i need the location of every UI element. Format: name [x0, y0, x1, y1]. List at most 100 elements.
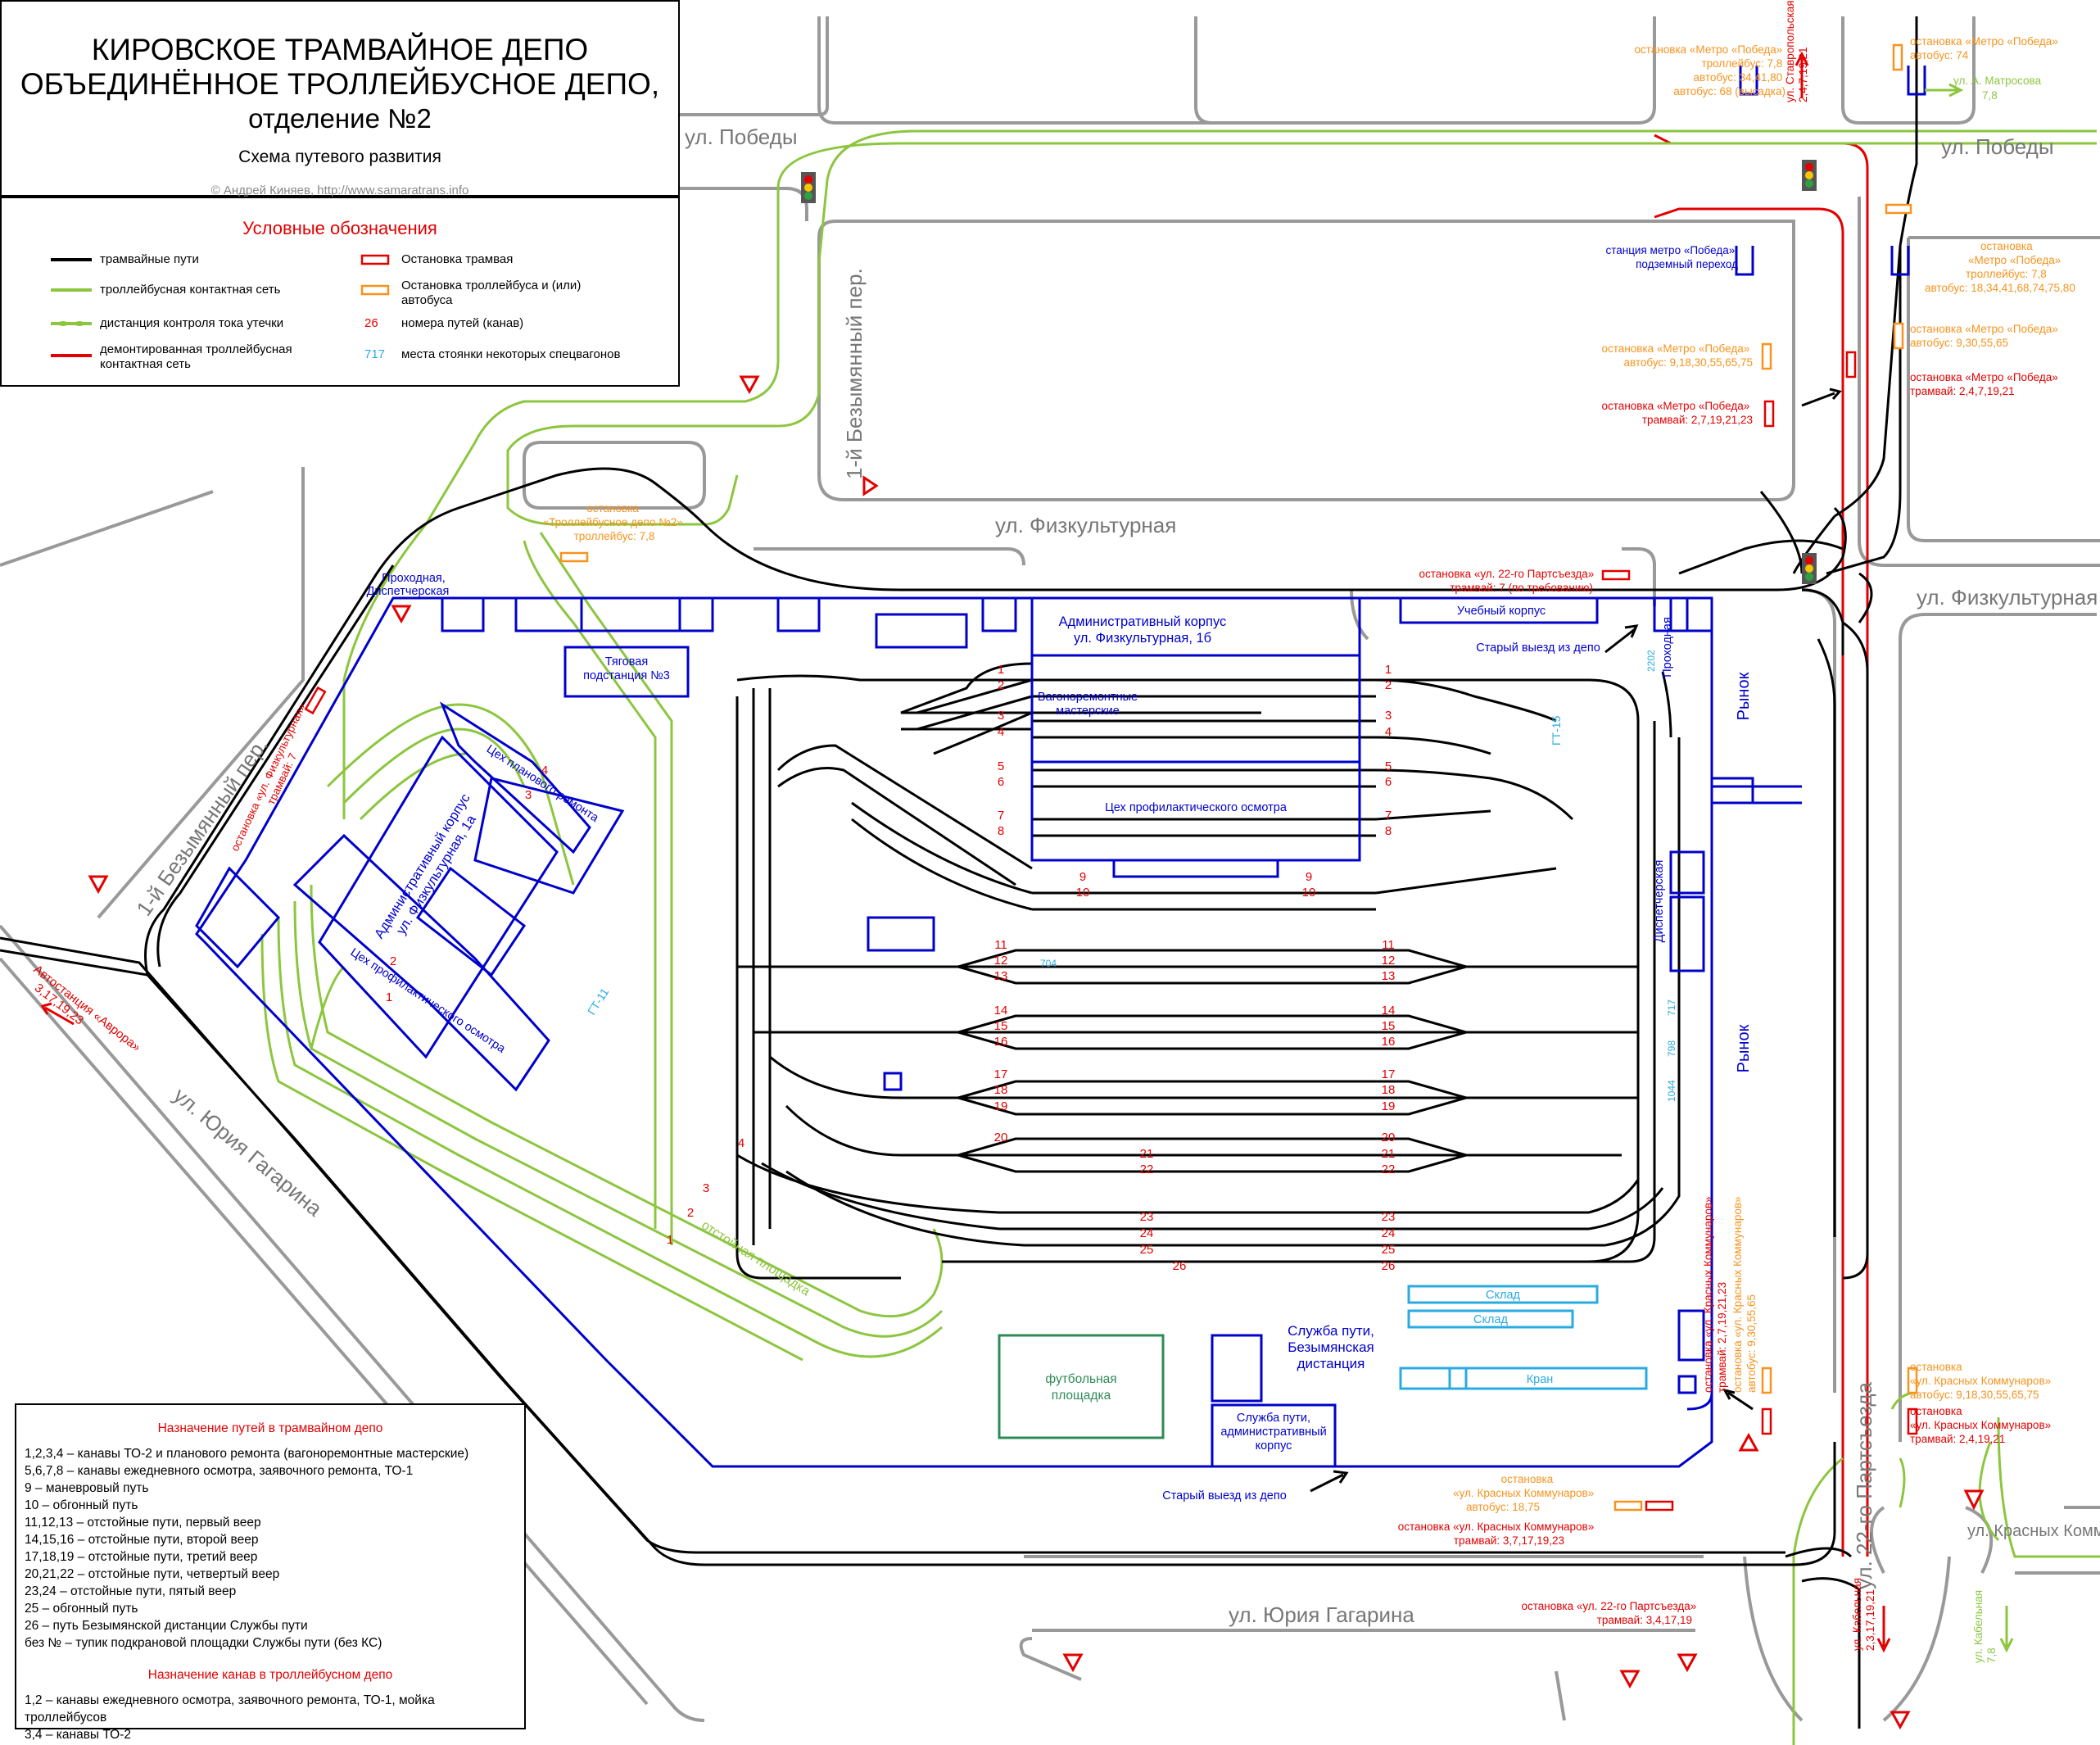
track-number: 21	[1382, 1147, 1396, 1161]
track-number: 15	[994, 1019, 1008, 1033]
note-line: 23,24 – отстойные пути, пятый веер	[25, 1584, 237, 1598]
label-stary-vyezd-1: Старый выезд из депо	[1476, 641, 1600, 655]
notes-tram-list: 1,2,3,4 – канавы ТО-2 и планового ремонт…	[25, 1445, 516, 1652]
legend-tram: трамвайные пути	[100, 252, 199, 266]
note-line: 1,2,3,4 – канавы ТО-2 и планового ремонт…	[25, 1447, 469, 1461]
title-line1: КИРОВСКОЕ ТРАМВАЙНОЕ ДЕПО	[91, 33, 589, 66]
note-line: 9 – маневровый путь	[25, 1481, 149, 1495]
label-1044: 1044	[1666, 1080, 1677, 1102]
track-number: 16	[994, 1035, 1008, 1049]
note-line: 10 – обгонный путь	[25, 1498, 138, 1512]
track-number: 3	[1385, 709, 1392, 723]
label-2202: 2202	[1645, 650, 1657, 672]
track-number: 26	[1173, 1259, 1187, 1273]
stop-label-s7: остановка «Метро «Победа» трамвай: 2,4,7…	[1910, 371, 2061, 397]
legend-leak: дистанция контроля тока утечки	[100, 316, 284, 330]
stop-label-s17: остановка «ул. 22-го Партсъезда» трамвай…	[1521, 1600, 1699, 1626]
title-line2: ОБЪЕДИНЁННОЕ ТРОЛЛЕЙБУСНОЕ ДЕПО,	[20, 67, 660, 101]
note-line: 3,4 – канавы ТО-2	[25, 1728, 131, 1742]
street-krasnykh: ул. Красных Коммунаров	[1967, 1522, 2100, 1540]
stop-label-s5: остановка «Метро «Победа» автобус: 9,30,…	[1910, 323, 2061, 349]
track-number: 24	[1140, 1226, 1154, 1240]
direction-arrows	[40, 51, 2014, 1653]
track-number: 7	[1385, 809, 1392, 823]
label-profil-tb: Цех профилактического осмотра	[348, 946, 509, 1057]
track-number: 12	[994, 954, 1008, 968]
track-number: 8	[1385, 824, 1392, 838]
subtitle: Схема путевого развития	[238, 147, 441, 166]
label-uchebny: Учебный корпус	[1457, 605, 1546, 618]
trolley-pit-number: 1	[386, 990, 392, 1004]
label-rynok-1: Рынок	[1735, 672, 1753, 720]
note-line: 5,6,7,8 – канавы ежедневного осмотра, за…	[25, 1464, 414, 1478]
title-box: КИРОВСКОЕ ТРАМВАЙНОЕ ДЕПО ОБЪЕДИНЁННОЕ Т…	[0, 0, 680, 197]
note-line: 14,15,16 – отстойные пути, второй веер	[25, 1533, 259, 1547]
track-number: 15	[1382, 1019, 1396, 1033]
trolley-pit-number: 1	[667, 1233, 673, 1247]
roads	[0, 16, 2100, 1722]
street-partsezda: ул. 22-го Партсъезда	[1852, 1381, 1876, 1589]
legend-title: Условные обозначения	[242, 218, 437, 238]
trolley-pit-number: 3	[703, 1181, 709, 1195]
track-number: 11	[1382, 938, 1395, 952]
track-number: 17	[1382, 1067, 1396, 1081]
legend-special: места стоянки некоторых спецвагонов	[401, 347, 621, 361]
football-field	[998, 1334, 1165, 1439]
track-number: 14	[994, 1004, 1008, 1018]
traffic-lights	[801, 160, 1817, 584]
label-798: 798	[1666, 1040, 1677, 1057]
label-kran: Кран	[1527, 1373, 1554, 1386]
street-fizkult-east: ул. Физкультурная	[1917, 585, 2098, 610]
track-number: 23	[1382, 1210, 1396, 1224]
track-number: 16	[1382, 1035, 1396, 1049]
track-number: 25	[1140, 1243, 1154, 1257]
legend-swatches	[51, 254, 390, 357]
label-prokhodnaya: Проходная,Диспетчерская	[367, 572, 450, 598]
note-line: троллейбусов	[25, 1711, 107, 1725]
track-number: 20	[994, 1131, 1008, 1144]
notes: Назначение путей в трамвайном депо 1,2,3…	[15, 1403, 526, 1742]
legend-bus-stop: Остановка троллейбуса и (или) автобуса	[401, 279, 582, 307]
track-number: 19	[1382, 1099, 1396, 1113]
tram-tracks	[0, 16, 1918, 1729]
track-number: 26	[1382, 1259, 1396, 1273]
label-gt11: ГТ-11	[585, 986, 611, 1018]
stop-label-s13: остановка «ул. Красных Коммунаров» трамв…	[1702, 1194, 1728, 1393]
stop-label-s15: остановка «ул. Красных Коммунаров» автоб…	[1453, 1473, 1597, 1513]
stop-label-s8: остановка «Метро «Победа» трамвай: 2,7,1…	[1602, 400, 1753, 426]
street-gagarina-west: ул. Юрия Гагарина	[169, 1083, 327, 1222]
track-number: 10	[1076, 886, 1090, 900]
legend-tram-stop: Остановка трамвая	[401, 252, 514, 266]
stop-label-s10: остановка «ул. 22-го Партсъезда» трамвай…	[1419, 568, 1597, 594]
label-prokhodnaya-2: Проходная	[1661, 617, 1674, 678]
note-line: без № – тупик подкрановой площадки Служб…	[25, 1636, 382, 1650]
trolley-lines	[260, 129, 2100, 1745]
legend-removed: демонтированная троллейбусная контактная…	[100, 342, 292, 371]
credit: © Андрей Киняев, http://www.samaratrans.…	[210, 184, 469, 197]
legend-num: номера путей (канав)	[401, 316, 524, 330]
label-gt15: ГТ-15	[1550, 715, 1563, 746]
stop-label-s18: остановка «ул. Красных Коммунаров» автоб…	[1910, 1361, 2054, 1401]
label-stary-vyezd-2: Старый выезд из депо	[1162, 1489, 1287, 1503]
note-line: 26 – путь Безымянской дистанции Службы п…	[25, 1619, 308, 1633]
track-number: 8	[998, 824, 1004, 838]
street-pobedy-east: ул. Победы	[1941, 134, 2054, 159]
stop-label-s14: остановка «ул. Красных Коммунаров» автоб…	[1731, 1194, 1758, 1393]
notes-trolley-list: 1,2 – канавы ежедневного осмотра, заявоч…	[25, 1692, 516, 1743]
street-label-stavrop: ул. Ставропольская 2,4,7,19,21	[1784, 0, 1809, 102]
trolley-pit-number: 2	[687, 1206, 694, 1220]
stop-label-s19: остановка «ул. Красных Коммунаров» трамв…	[1910, 1405, 2054, 1445]
track-number: 23	[1140, 1210, 1154, 1224]
label-plan-rem: Цех планового ремонта	[484, 742, 601, 825]
track-number: 17	[994, 1067, 1008, 1081]
note-line: 25 – обгонный путь	[25, 1602, 138, 1616]
stop-label-s9: остановка «Троллейбусное депо №2» тролле…	[543, 502, 686, 542]
